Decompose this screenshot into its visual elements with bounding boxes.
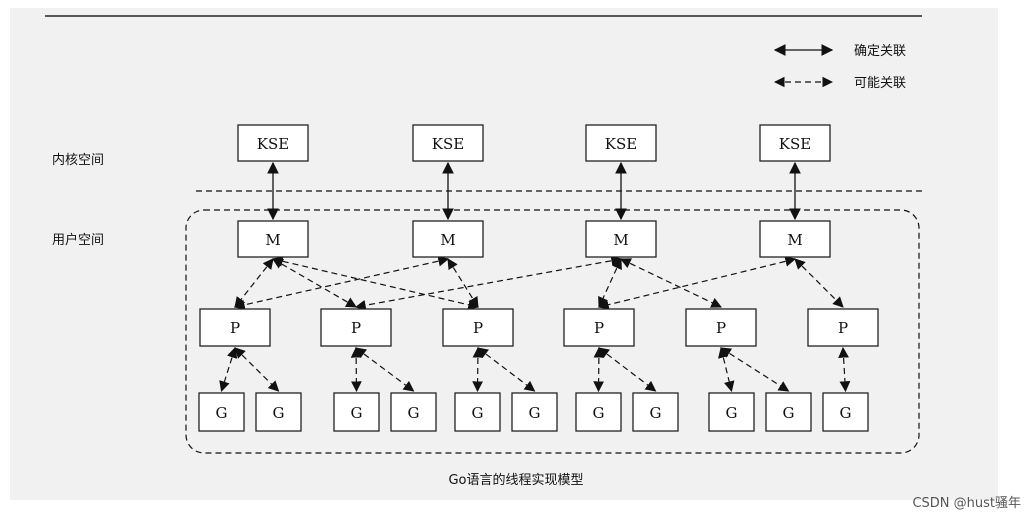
user-space-label: 用户空间 [52, 232, 104, 248]
g-node-label: G [783, 404, 795, 422]
kse-node-label: KSE [257, 135, 289, 153]
m-p-arrow [233, 255, 450, 311]
p-node-label: P [230, 319, 240, 337]
kse-node-label: KSE [779, 135, 811, 153]
g-node-label: G [593, 404, 605, 422]
p-g-arrow [598, 347, 657, 392]
m-node-label: M [787, 231, 802, 249]
m-p-arrow [794, 258, 844, 308]
m-p-arrow [598, 258, 622, 308]
g-node: G [390, 392, 437, 432]
legend: 确定关联 可能关联 [773, 44, 906, 91]
p-node: P [199, 308, 271, 347]
g-node-label: G [472, 404, 484, 422]
g-node: G [511, 392, 558, 432]
g-node: G [632, 392, 679, 432]
p-g-arrow [219, 346, 238, 393]
p-node-label: P [351, 319, 361, 337]
m-p-arrow [272, 258, 357, 308]
p-g-arrow [838, 346, 851, 393]
watermark: CSDN @hust骚年 [912, 496, 1021, 511]
p-g-arrow [355, 347, 415, 392]
g-node-label: G [529, 404, 541, 422]
g-node-label: G [726, 404, 738, 422]
p-node-label: P [594, 319, 604, 337]
m-node-label: M [440, 231, 455, 249]
m-node-label: M [265, 231, 280, 249]
m-p-arrow [447, 258, 479, 308]
p-node: P [563, 308, 635, 347]
p-node-label: P [716, 319, 726, 337]
g-node-label: G [650, 404, 662, 422]
m-node-label: M [613, 231, 628, 249]
g-node: G [765, 392, 812, 432]
kse-node: KSE [412, 124, 484, 162]
legend-dashed-label: 可能关联 [854, 76, 906, 91]
m-p-arrow [597, 256, 797, 310]
legend-solid-label: 确定关联 [854, 44, 906, 59]
m-node: M [412, 220, 484, 258]
p-g-arrow [472, 346, 484, 393]
m-p-arrow [354, 255, 623, 311]
kse-node: KSE [759, 124, 831, 162]
g-node: G [708, 392, 755, 432]
g-node: G [198, 392, 245, 432]
p-node: P [807, 308, 879, 347]
g-node-label: G [351, 404, 363, 422]
p-node-label: P [838, 319, 848, 337]
m-row: M M M M [237, 220, 831, 258]
p-g-arrow [350, 346, 362, 393]
p-g-arrow [593, 346, 605, 393]
kse-node-label: KSE [605, 135, 637, 153]
g-node: G [333, 392, 380, 432]
m-p-arrow [620, 258, 722, 308]
g-node: G [822, 392, 869, 432]
connectors [219, 161, 851, 393]
p-node: P [442, 308, 514, 347]
p-node: P [685, 308, 757, 347]
kernel-space-label: 内核空间 [52, 152, 104, 168]
m-node: M [759, 220, 831, 258]
p-g-arrow [718, 346, 735, 393]
g-node-label: G [840, 404, 852, 422]
m-node: M [585, 220, 657, 258]
m-p-arrow [271, 255, 480, 311]
p-row: P P P P P P [199, 308, 879, 347]
kse-node-label: KSE [432, 135, 464, 153]
g-node-label: G [408, 404, 420, 422]
kse-node: KSE [237, 124, 309, 162]
g-node: G [255, 392, 302, 432]
m-node: M [237, 220, 309, 258]
g-row: G G G G G G G [198, 392, 869, 432]
p-node-label: P [473, 319, 483, 337]
p-g-arrow [234, 347, 280, 392]
p-node: P [320, 308, 392, 347]
g-node-label: G [273, 404, 285, 422]
kse-row: KSE KSE KSE KSE [237, 124, 831, 162]
g-node: G [454, 392, 501, 432]
p-g-arrow [477, 347, 536, 392]
figure-caption: Go语言的线程实现模型 [448, 472, 583, 488]
g-node: G [575, 392, 622, 432]
g-node-label: G [216, 404, 228, 422]
kse-node: KSE [585, 124, 657, 162]
p-g-arrow [720, 347, 790, 392]
